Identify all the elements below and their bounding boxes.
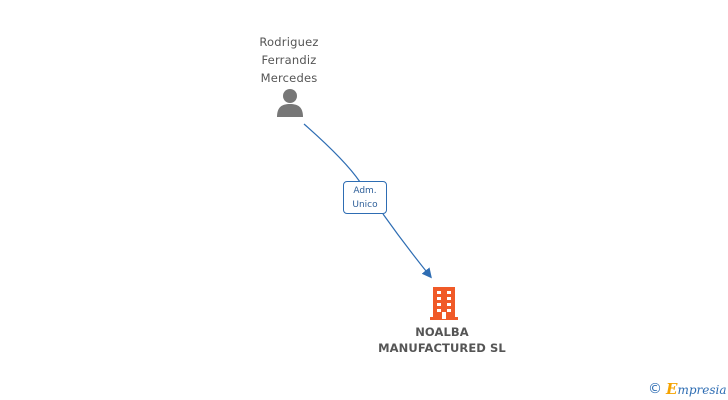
person-name-line-3: Mercedes [260, 71, 318, 85]
person-name[interactable]: Rodriguez Ferrandiz Mercedes [230, 33, 348, 87]
person-name-line-1: Rodriguez [259, 35, 319, 49]
company-name[interactable]: NOALBA MANUFACTURED SL [362, 324, 522, 356]
role-label-line-1: Adm. [353, 186, 377, 196]
brand-rest: mpresia [677, 383, 727, 397]
company-name-line-1: NOALBA [415, 325, 469, 339]
brand-logo[interactable]: © Empresia [648, 378, 727, 400]
copyright-symbol: © [648, 381, 662, 397]
role-label-line-2: Unico [352, 200, 378, 210]
company-name-line-2: MANUFACTURED SL [378, 341, 506, 355]
edge-person-to-company [303, 123, 430, 276]
building-icon[interactable] [428, 285, 460, 321]
person-icon[interactable] [276, 88, 304, 118]
role-label[interactable]: Adm. Unico [343, 181, 387, 214]
brand-initial: E [666, 380, 678, 398]
person-name-line-2: Ferrandiz [261, 53, 317, 67]
brand-name: Empresia [666, 380, 727, 398]
